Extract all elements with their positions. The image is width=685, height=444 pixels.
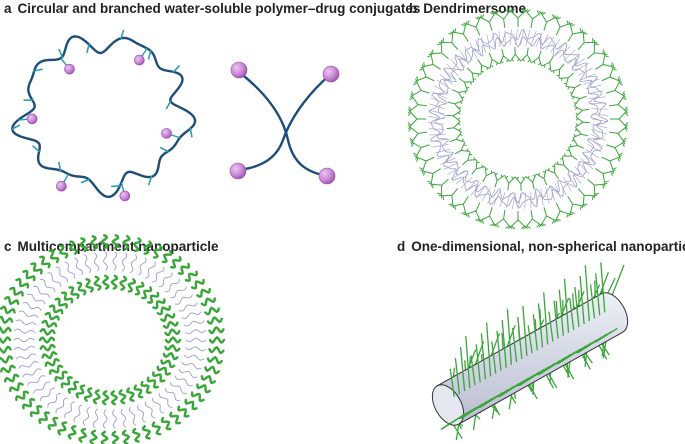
branched-chain-2 bbox=[237, 73, 332, 172]
panel-d-label: One-dimensional, non-spherical nanoparti… bbox=[411, 239, 685, 254]
drug-sphere bbox=[56, 180, 67, 192]
panel-a-title: a Circular and branched water-soluble pol… bbox=[4, 1, 420, 16]
drug-linker bbox=[18, 118, 29, 121]
drug-linker bbox=[60, 57, 68, 67]
cylinder-end-cap bbox=[431, 384, 465, 426]
linker-stub bbox=[86, 43, 90, 54]
linker-stub bbox=[172, 65, 180, 73]
drug-sphere bbox=[134, 54, 145, 66]
hydrophobic-compartment bbox=[13, 251, 207, 429]
drug-sphere bbox=[119, 190, 131, 202]
dendrimer-core-layer bbox=[428, 29, 609, 208]
linker-stub bbox=[111, 185, 121, 188]
inner-hydrophilic-layer bbox=[38, 274, 182, 406]
circular-conjugate-decorations bbox=[11, 29, 193, 202]
drug-sphere bbox=[26, 113, 38, 125]
outer-dendron-layer bbox=[407, 8, 629, 230]
linker-stub bbox=[147, 176, 153, 186]
linker-stub bbox=[147, 50, 152, 60]
linker-stub bbox=[58, 48, 64, 58]
panel-b-label: Dendrimersome bbox=[423, 1, 527, 16]
drug-sphere bbox=[64, 63, 75, 75]
drug-linker bbox=[140, 48, 148, 58]
drug-sphere bbox=[161, 128, 172, 139]
branched-polymer-conjugate bbox=[229, 61, 340, 185]
branched-chain-1 bbox=[238, 71, 328, 178]
drug-sphere bbox=[318, 167, 336, 185]
linker-stub bbox=[189, 127, 193, 138]
panel-d-title: d One-dimensional, non-spherical nanopart… bbox=[397, 239, 685, 254]
drug-linker bbox=[120, 182, 125, 193]
panel-b-title: b Dendrimersome bbox=[409, 1, 526, 16]
linker-stub bbox=[120, 29, 125, 40]
multicompartment-nanoparticle-diagram bbox=[0, 234, 226, 444]
dendrimer-core-links bbox=[427, 28, 609, 210]
panel-d-letter: d bbox=[397, 239, 406, 254]
drug-linker bbox=[170, 133, 181, 139]
linker-stub bbox=[159, 146, 169, 153]
circular-polymer-chain bbox=[11, 35, 197, 199]
dendrimer-core-layer bbox=[434, 36, 602, 204]
inner-dendron-layer bbox=[446, 47, 590, 191]
drug-sphere bbox=[229, 162, 247, 180]
drug-sphere bbox=[322, 65, 340, 83]
panel-c-letter: c bbox=[4, 239, 12, 254]
drug-sphere bbox=[230, 61, 248, 79]
linker-stub bbox=[80, 178, 90, 184]
surface-ligand-spikes-front bbox=[440, 262, 618, 430]
panel-a-letter: a bbox=[4, 1, 12, 16]
panel-a-diagram bbox=[11, 29, 340, 202]
rod-nanoparticle-diagram bbox=[431, 262, 629, 441]
linker-stub bbox=[11, 124, 21, 130]
linker-stub bbox=[32, 145, 40, 153]
panel-a-label: Circular and branched water-soluble poly… bbox=[17, 1, 421, 16]
dendrimersome-diagram bbox=[407, 8, 629, 230]
drug-linker bbox=[62, 173, 70, 184]
panel-b-letter: b bbox=[409, 1, 418, 16]
linker-stub bbox=[33, 68, 43, 72]
linker-stub bbox=[58, 161, 62, 172]
outer-hydrophilic-layer bbox=[0, 234, 226, 444]
linker-stub bbox=[165, 100, 172, 110]
